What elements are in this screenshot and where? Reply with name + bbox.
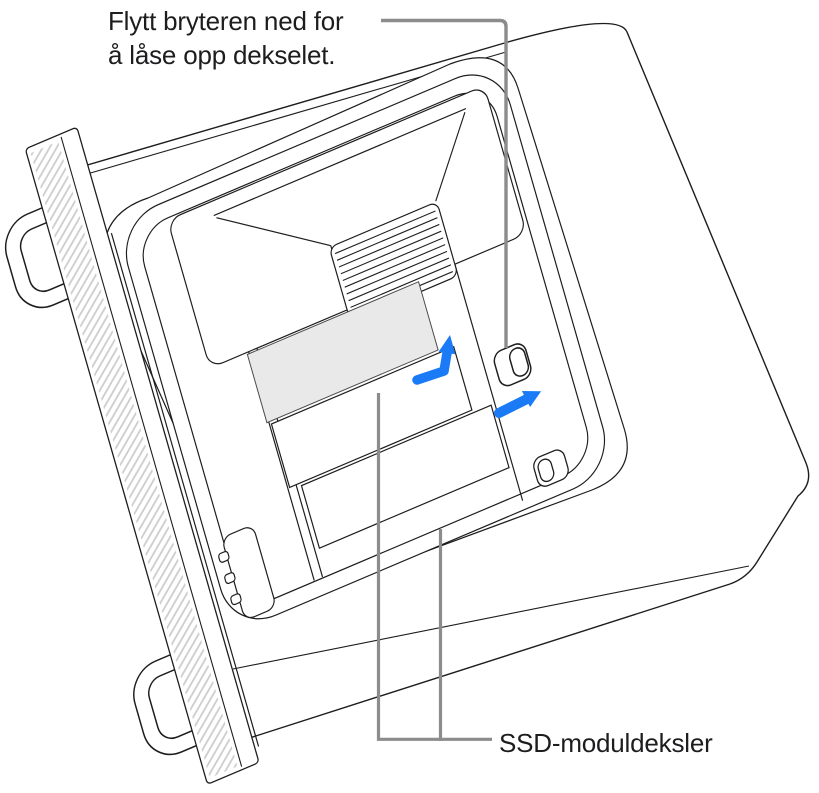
slide-arrow-right-icon bbox=[494, 391, 542, 418]
cover-latch bbox=[533, 449, 569, 487]
callout-label-ssd-covers: SSD-moduldeksler bbox=[499, 728, 713, 758]
front-assembly bbox=[4, 127, 259, 784]
callout-label-unlock: Flytt bryteren ned for å låse opp deksel… bbox=[108, 4, 344, 72]
callout-label-unlock-line1: Flytt bryteren ned for bbox=[108, 6, 344, 36]
airflow-funnel bbox=[213, 107, 467, 307]
latch-bracket-tooth bbox=[218, 550, 230, 563]
case-bottom-band-line bbox=[232, 565, 750, 670]
front-rim-line bbox=[110, 232, 260, 747]
ssd-cover-2 bbox=[300, 404, 510, 549]
inner-frame-inner bbox=[142, 92, 589, 601]
ssd-module bbox=[246, 281, 439, 424]
callout-line-switch bbox=[381, 18, 508, 348]
callout-line-covers bbox=[376, 393, 492, 741]
front-grille bbox=[25, 127, 259, 784]
lock-switch bbox=[493, 343, 532, 387]
lock-switch-knob bbox=[508, 347, 530, 377]
grille-hatch-texture bbox=[30, 141, 238, 778]
latch-bracket-tooth bbox=[230, 593, 242, 606]
unlock-arrow-bent-icon bbox=[412, 335, 456, 385]
callout-label-unlock-line2: å låse opp dekselet. bbox=[108, 40, 336, 70]
latch-bracket-tooth bbox=[224, 572, 236, 584]
